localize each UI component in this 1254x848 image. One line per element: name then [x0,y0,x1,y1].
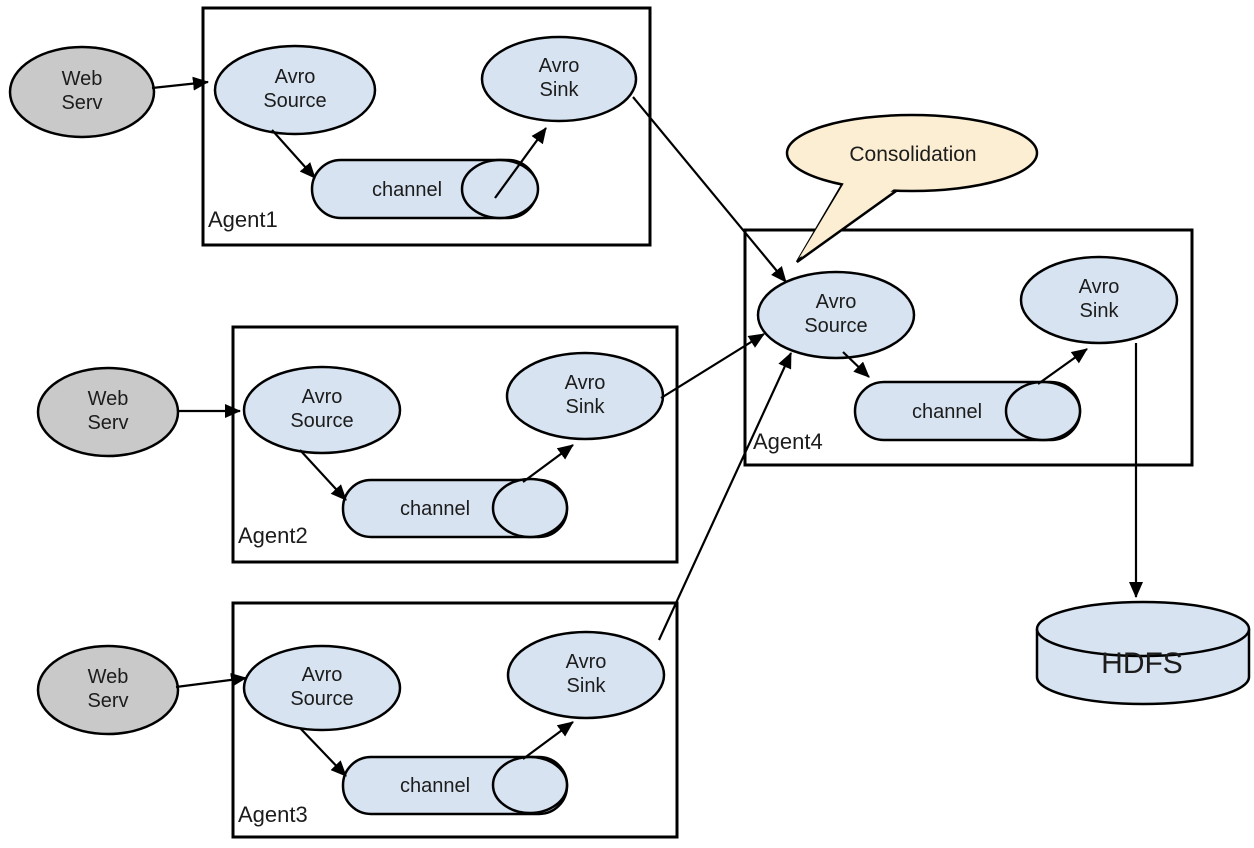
arrow-sink1-to-agent4-source [632,96,787,283]
avro-sink-label-line1: Avro [565,372,606,394]
agent2-web-serv-node: Web Serv [36,366,180,458]
avro-sink-ellipse [506,630,666,720]
agent2-channel-node: channel [341,477,569,539]
channel-label: channel [400,775,470,797]
web-serv-label-line2: Serv [87,412,128,434]
channel-label: channel [912,401,982,423]
avro-sink-ellipse [480,35,638,123]
callout-tail-fill-patch [799,178,901,258]
consolidation-callout: Consolidation [785,113,1039,264]
web-serv-label-line1: Web [88,388,129,410]
arrow-channel4-to-sink4 [1037,348,1088,385]
arrow-source4-to-channel4 [842,351,870,378]
agent1-web-serv-node: Web Serv [8,45,156,139]
callout-label: Consolidation [849,143,976,166]
channel-end-ellipse [491,755,569,815]
web-serv-label-line2: Serv [61,92,102,114]
avro-source-ellipse [756,270,916,360]
agent1-channel-node: channel [310,158,540,220]
arrow-sink2-to-agent4-source [660,333,765,399]
arrow-source1-to-channel1 [271,129,316,179]
web-serv-label-line2: Serv [87,690,128,712]
avro-source-label-line1: Avro [275,66,316,88]
agent4-label: Agent4 [753,429,823,454]
arrow-webserv1-to-source1 [151,76,209,91]
arrow-webserv3-to-source3 [175,672,247,689]
avro-source-label-line2: Source [290,410,353,432]
agent1-label: Agent1 [208,207,278,232]
arrow-source2-to-channel2 [299,449,347,501]
agent2-label: Agent2 [238,523,308,548]
avro-source-label-line1: Avro [816,291,857,313]
agent3-avro-sink-node: Avro Sink [506,630,666,720]
avro-source-label-line2: Source [263,90,326,112]
channel-label: channel [400,498,470,520]
web-serv-ellipse [8,45,156,139]
agent2-avro-source-node: Avro Source [242,365,402,455]
avro-source-label-line2: Source [290,688,353,710]
arrow-channel2-to-sink2 [522,444,574,483]
hdfs-label: HDFS [1101,647,1183,680]
channel-end-ellipse [491,477,569,539]
agent1-avro-source-node: Avro Source [213,44,377,136]
avro-sink-label-line1: Avro [1079,276,1120,298]
web-serv-label-line1: Web [62,68,103,90]
avro-sink-label-line1: Avro [566,651,607,673]
web-serv-label-line1: Web [88,666,129,688]
avro-sink-ellipse [1019,255,1179,345]
agent3-web-serv-node: Web Serv [36,644,180,736]
agent2-avro-sink-node: Avro Sink [505,351,665,441]
agent3-avro-source-node: Avro Source [242,644,402,732]
agent4-avro-source-node: Avro Source [756,270,916,360]
arrow-channel3-to-sink3 [522,721,574,760]
channel-end-ellipse [1004,380,1082,442]
hdfs-store: HDFS [1035,600,1251,706]
arrow-channel1-to-sink1 [494,127,547,199]
avro-source-label-line2: Source [804,315,867,337]
avro-source-ellipse [213,44,377,136]
avro-source-label-line1: Avro [302,386,343,408]
hdfs-cylinder-top [1035,600,1251,658]
avro-sink-label-line2: Sink [566,396,606,418]
avro-source-ellipse [242,365,402,455]
avro-source-label-line1: Avro [302,664,343,686]
avro-source-ellipse [242,644,402,732]
arrow-sink3-to-agent4-source [658,352,792,641]
agent4-avro-sink-node: Avro Sink [1019,255,1179,345]
agent4-channel-node: channel [853,380,1082,442]
agent3-label: Agent3 [238,802,308,827]
channel-end-ellipse [460,158,540,220]
web-serv-ellipse [36,644,180,736]
avro-sink-label-line2: Sink [1080,300,1120,322]
agent3-channel-node: channel [341,755,569,816]
agent1-avro-sink-node: Avro Sink [480,35,638,123]
avro-sink-label-line2: Sink [540,79,580,101]
callout-bubble [785,113,1039,193]
avro-sink-label-line2: Sink [567,675,607,697]
channel-label: channel [372,179,442,201]
avro-sink-label-line1: Avro [539,55,580,77]
arrow-source3-to-channel3 [299,727,347,777]
